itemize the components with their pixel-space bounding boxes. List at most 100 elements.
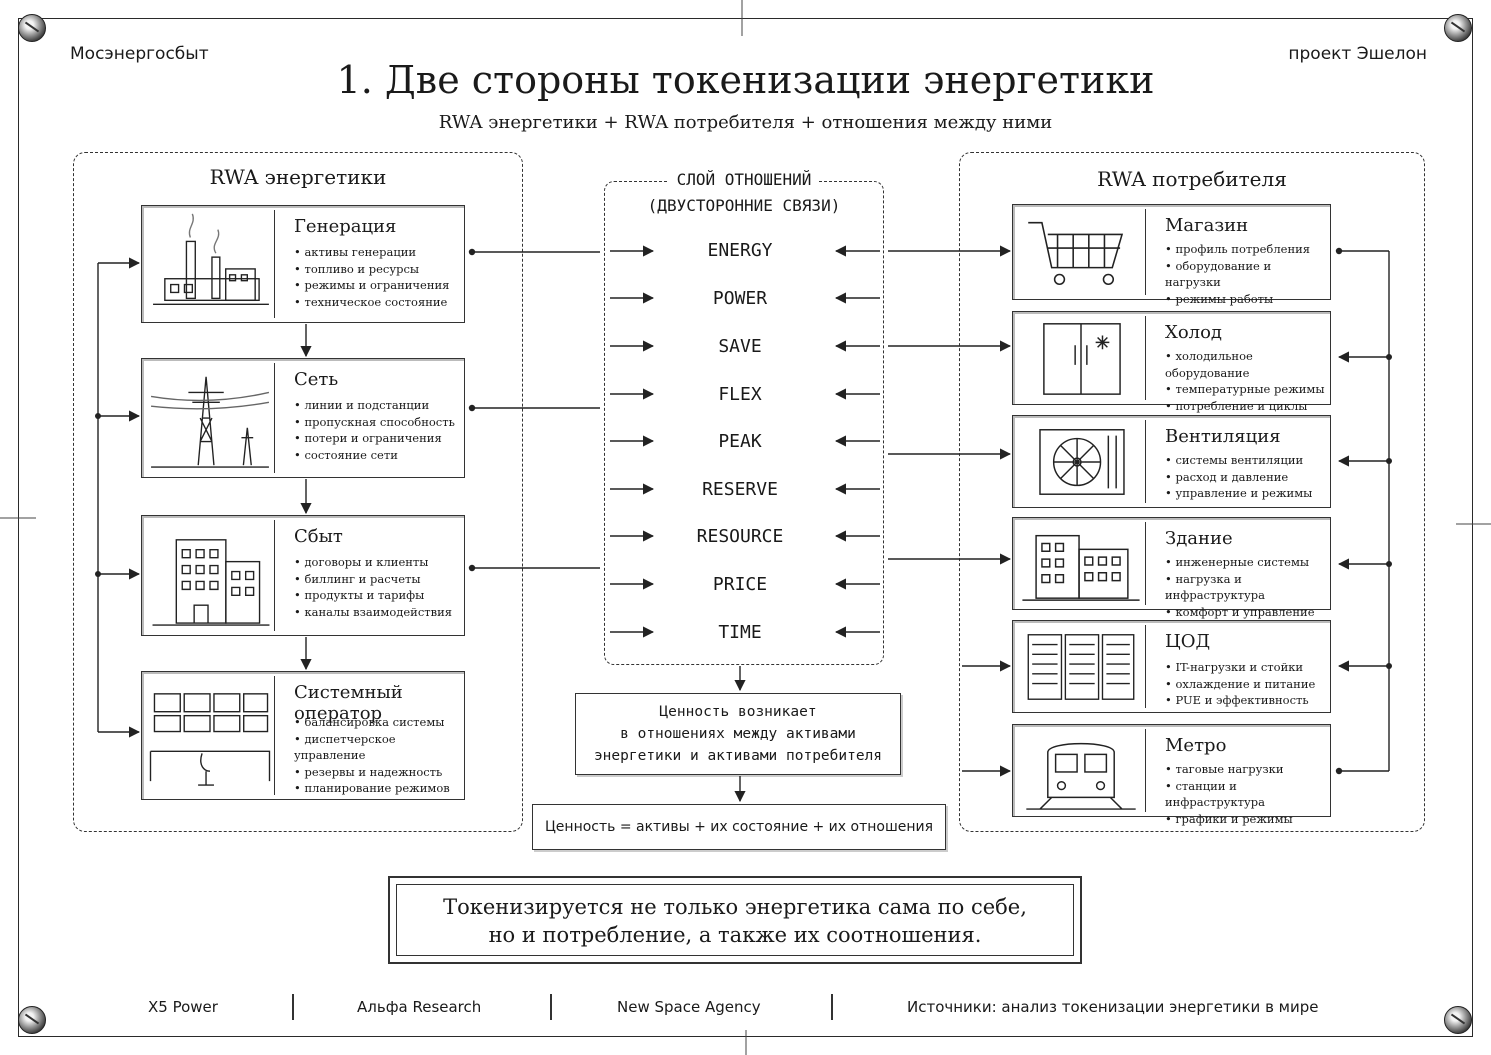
list-item: топливо и ресурсы [294,261,449,278]
list-item: нагрузка и инфраструктура [1165,571,1330,604]
list-item: профиль потребления [1165,241,1330,258]
list-item: PUE и эффективность [1165,692,1315,709]
list-item: системы вентиляции [1165,452,1312,469]
card-data-center: ЦОД IT-нагрузки и стойки охлаждение и пи… [1012,620,1331,713]
ventilation-fan-icon [1017,420,1146,503]
relation-power: POWER [712,288,768,309]
card-generation: Генерация активы генерации топливо и рес… [141,205,465,323]
list-item: комфорт и управление [1165,604,1330,621]
header-left: Мосэнергосбыт [70,44,209,64]
card-list: профиль потребления оборудование и нагру… [1165,241,1330,307]
energy-group-title: RWA энергетики [209,165,387,189]
card-metro: Метро таговые нагрузки станции и инфраст… [1012,724,1331,826]
footer-separator [292,994,294,1020]
card-title: Здание [1165,528,1233,549]
list-item: режимы работы [1165,291,1330,308]
value-box: Ценность возникает в отношениях между ак… [575,693,901,775]
card-list: активы генерации топливо и ресурсы режим… [294,244,449,310]
card-list: линии и подстанции пропускная способност… [294,397,455,464]
list-item: каналы взаимодействия [294,604,452,621]
relation-resource: RESOURCE [696,526,784,547]
relation-save: SAVE [718,336,762,357]
card-title: Вентиляция [1165,426,1281,447]
list-item: планирование режимов [294,780,464,797]
relation-flex: FLEX [718,384,762,405]
list-item: режимы и ограничения [294,277,449,294]
conclusion-box: Токенизируется не только энергетика сама… [388,876,1082,964]
screw-icon [18,1006,46,1034]
footer-item: Альфа Research [357,998,482,1016]
list-item: оборудование и нагрузки [1165,258,1330,291]
value-line1: Ценность возникает [659,704,817,720]
card-grid: Сеть линии и подстанции пропускная спосо… [141,358,465,478]
relation-reserve: RESERVE [702,479,778,500]
footer-item: X5 Power [148,998,218,1016]
card-list: договоры и клиенты биллинг и расчеты про… [294,554,452,620]
value-line2: в отношениях между активами [620,726,856,742]
list-item: диспетчерское управление [294,731,464,764]
control-room-icon [146,676,275,795]
card-store: Магазин профиль потребления оборудование… [1012,204,1331,306]
power-tower-icon [146,363,275,473]
consumer-group: RWA потребителя [959,152,1425,832]
list-item: договоры и клиенты [294,554,452,571]
footer-separator [550,994,552,1020]
list-item: техническое состояние [294,294,449,311]
list-item: станции и инфраструктура [1165,778,1330,811]
list-item: IT-нагрузки и стойки [1165,659,1315,676]
list-item: потери и ограничения [294,430,455,447]
shopping-cart-icon [1017,209,1146,295]
formula-box: Ценность = активы + их состояние + их от… [532,804,946,850]
list-item: потребление и циклы [1165,398,1330,415]
office-building-icon [146,520,275,631]
card-sales: Сбыт договоры и клиенты биллинг и расчет… [141,515,465,636]
card-list: инженерные системы нагрузка и инфраструк… [1165,554,1330,620]
header-right: проект Эшелон [1288,44,1427,64]
consumer-group-title: RWA потребителя [1097,167,1287,191]
screw-icon [18,14,46,42]
card-list: таговые нагрузки станции и инфраструктур… [1165,761,1330,827]
relations-title: СЛОЙ ОТНОШЕНИЙ (ДВУСТОРОННИЕ СВЯЗИ) [604,167,884,219]
card-title: Сбыт [294,526,343,547]
footer-item: New Space Agency [617,998,761,1016]
relation-price: PRICE [712,574,768,595]
list-item: графики и режимы [1165,811,1330,828]
refrigerator-icon [1017,316,1146,400]
page-subtitle: RWA энергетики + RWA потребителя + отнош… [438,112,1053,133]
page-title: 1. Две стороны токенизации энергетики [336,58,1155,102]
list-item: инженерные системы [1165,554,1330,571]
card-list: балансировка системы диспетчерское управ… [294,714,464,797]
card-system-operator: Системный оператор балансировка системы … [141,671,465,800]
metro-train-icon [1017,729,1146,812]
card-ventilation: Вентиляция системы вентиляции расход и д… [1012,415,1331,508]
card-list: системы вентиляции расход и давление упр… [1165,452,1312,502]
list-item: биллинг и расчеты [294,571,452,588]
card-cold: Холод холодильное оборудование температу… [1012,311,1331,413]
card-title: Метро [1165,735,1227,756]
list-item: резервы и надежность [294,764,464,781]
relation-peak: PEAK [718,431,762,452]
power-plant-icon [146,210,275,318]
energy-group: RWA энергетики [73,152,523,832]
screw-icon [1444,14,1472,42]
relation-energy: ENERGY [707,240,773,261]
list-item: линии и подстанции [294,397,455,414]
relations-title-line2: (ДВУСТОРОННИЕ СВЯЗИ) [639,196,849,215]
footer-separator [831,994,833,1020]
card-building: Здание инженерные системы нагрузка и инф… [1012,517,1331,619]
relation-time: TIME [718,622,762,643]
list-item: продукты и тарифы [294,587,452,604]
list-item: активы генерации [294,244,449,261]
card-title: Сеть [294,369,339,390]
card-list: холодильное оборудование температурные р… [1165,348,1330,414]
footer-item: Источники: анализ токенизации энергетики… [907,998,1319,1016]
list-item: таговые нагрузки [1165,761,1330,778]
card-title: ЦОД [1165,631,1211,652]
value-line3: энергетики и активами потребителя [593,748,883,764]
card-list: IT-нагрузки и стойки охлаждение и питани… [1165,659,1315,709]
list-item: состояние сети [294,447,455,464]
building-icon [1017,522,1146,605]
list-item: пропускная способность [294,414,454,431]
relations-title-line1: СЛОЙ ОТНОШЕНИЙ [668,170,820,189]
